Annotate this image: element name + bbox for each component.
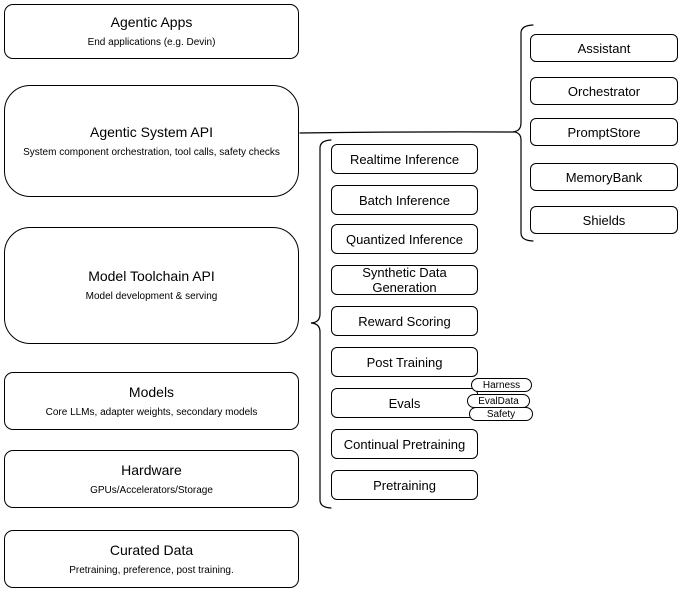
node-title: Curated Data	[109, 541, 194, 558]
node-synthetic-data-generation: Synthetic Data Generation	[331, 265, 478, 295]
node-subtitle: System component orchestration, tool cal…	[23, 146, 280, 158]
node-model-toolchain-api: Model Toolchain API Model development & …	[4, 227, 299, 344]
node-subtitle: GPUs/Accelerators/Storage	[90, 484, 213, 496]
node-assistant: Assistant	[530, 34, 678, 62]
node-pretraining: Pretraining	[331, 470, 478, 500]
node-title: Models	[128, 383, 175, 400]
node-promptstore: PromptStore	[530, 118, 678, 146]
node-continual-pretraining: Continual Pretraining	[331, 429, 478, 459]
toolchain-bracket	[310, 139, 332, 509]
node-title: Agentic System API	[90, 123, 213, 140]
tag-evaldata: EvalData	[467, 394, 530, 408]
node-title: Agentic Apps	[110, 14, 193, 30]
node-post-training: Post Training	[331, 347, 478, 377]
tag-harness: Harness	[471, 378, 532, 392]
system-api-connector-line	[299, 131, 515, 134]
tag-safety: Safety	[469, 407, 533, 421]
node-agentic-system-api: Agentic System API System component orch…	[4, 85, 299, 197]
node-hardware: Hardware GPUs/Accelerators/Storage	[4, 450, 299, 508]
node-models: Models Core LLMs, adapter weights, secon…	[4, 372, 299, 430]
node-subtitle: End applications (e.g. Devin)	[87, 37, 216, 48]
node-batch-inference: Batch Inference	[331, 185, 478, 215]
node-reward-scoring: Reward Scoring	[331, 306, 478, 336]
node-curated-data: Curated Data Pretraining, preference, po…	[4, 530, 299, 588]
node-evals: Evals	[331, 388, 478, 418]
node-quantized-inference: Quantized Inference	[331, 224, 478, 254]
node-subtitle: Model development & serving	[85, 291, 218, 302]
node-memorybank: MemoryBank	[530, 163, 678, 191]
node-realtime-inference: Realtime Inference	[331, 144, 478, 174]
node-shields: Shields	[530, 206, 678, 234]
node-orchestrator: Orchestrator	[530, 77, 678, 105]
node-title: Model Toolchain API	[88, 268, 215, 284]
node-agentic-apps: Agentic Apps End applications (e.g. Devi…	[4, 4, 299, 59]
node-subtitle: Core LLMs, adapter weights, secondary mo…	[45, 406, 258, 418]
node-title: Hardware	[121, 461, 182, 478]
node-subtitle: Pretraining, preference, post training.	[69, 564, 234, 576]
